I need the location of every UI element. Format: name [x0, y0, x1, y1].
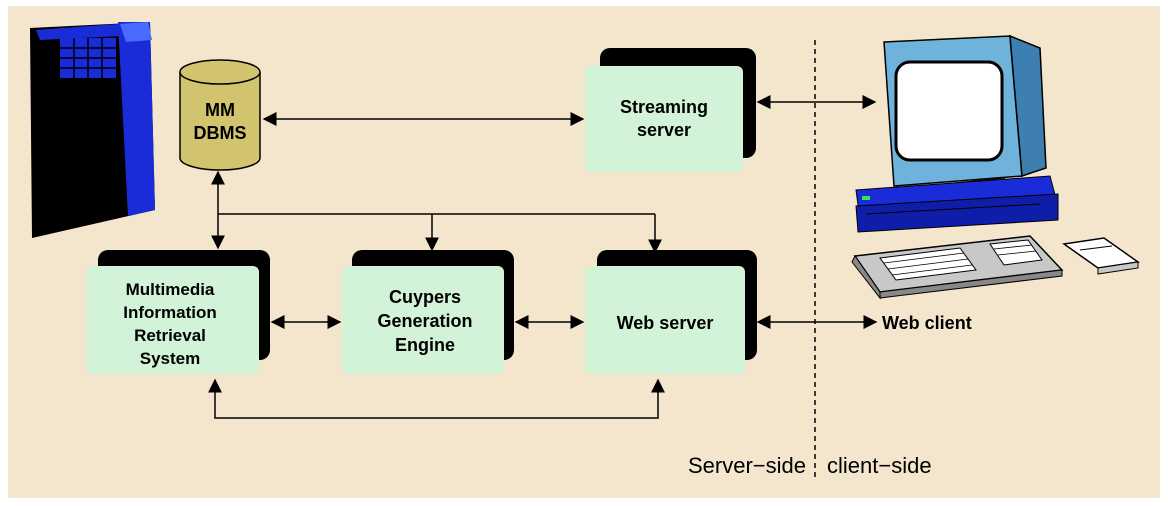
server-side-label: Server−side	[688, 453, 806, 478]
streaming-server-label-line2: server	[637, 120, 691, 140]
mirs-label-line1: Multimedia	[126, 280, 215, 299]
mirs-label-line3: Retrieval	[134, 326, 206, 345]
database-cylinder-icon	[179, 59, 261, 171]
mm-dbms-label-line2: DBMS	[194, 123, 247, 143]
arrow-bottom-loop	[208, 378, 665, 419]
mirs-label-line2: Information	[123, 303, 217, 322]
mirs-box	[87, 250, 270, 374]
cuypers-label-line1: Cuypers	[389, 287, 461, 307]
server-tower-icon	[30, 22, 155, 238]
mirs-label-line4: System	[140, 349, 200, 368]
cuypers-box	[342, 250, 514, 374]
connectors	[208, 40, 878, 480]
streaming-server-label-line1: Streaming	[620, 97, 708, 117]
web-server-label: Web server	[617, 313, 714, 333]
cuypers-label-line3: Engine	[395, 335, 455, 355]
cuypers-label-line2: Generation	[377, 311, 472, 331]
streaming-server-box	[585, 48, 756, 172]
mm-dbms-label-line1: MM	[205, 100, 235, 120]
web-server-box	[585, 250, 757, 374]
web-client-label: Web client	[882, 313, 972, 333]
desktop-computer-icon	[851, 34, 1140, 300]
client-side-label: client−side	[827, 453, 932, 478]
